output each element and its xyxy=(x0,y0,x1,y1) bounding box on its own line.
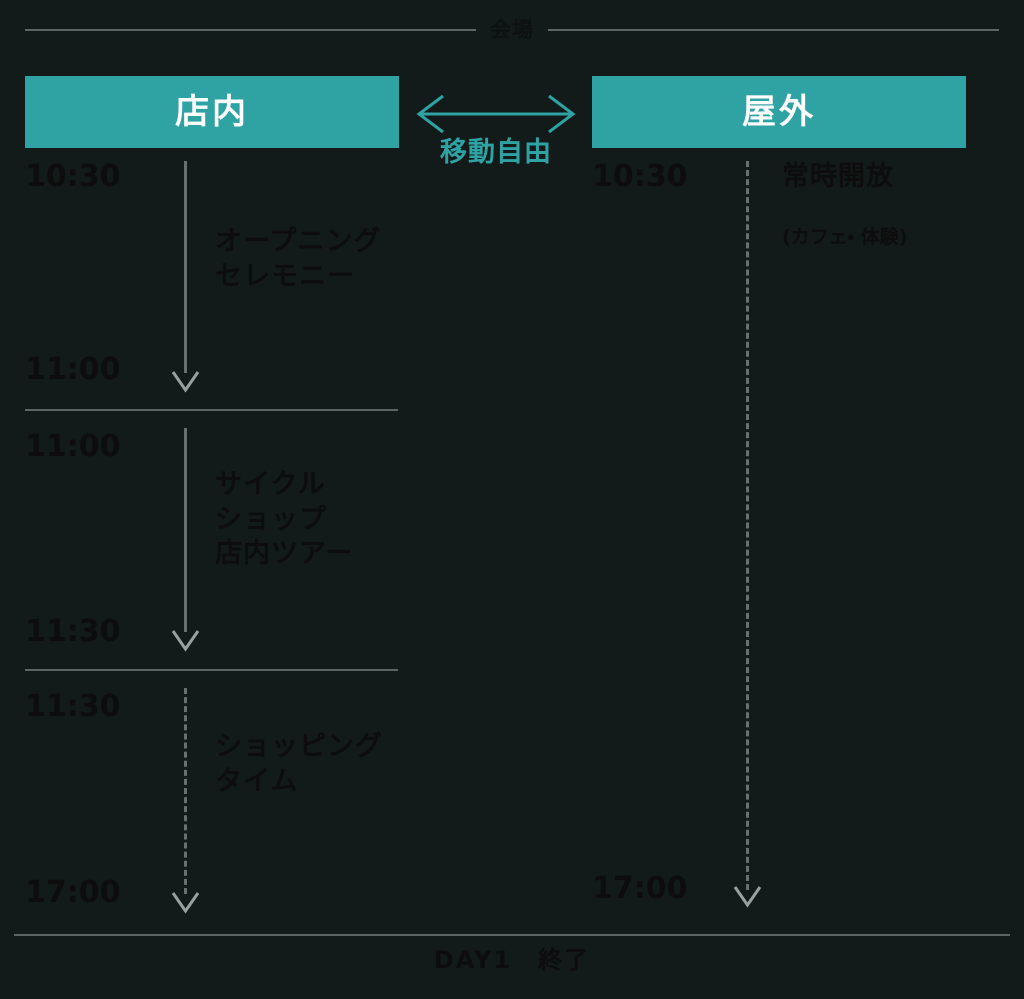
arrow-down-icon xyxy=(171,630,200,652)
slot-start-time: 11:00 xyxy=(25,429,121,464)
timeline-column-outdoor: 10:30 17:00 常時開放 (カフェ・ 体験) xyxy=(592,155,1002,925)
slot-start-time: 11:30 xyxy=(25,689,121,724)
schedule-slot[interactable]: 10:30 17:00 常時開放 (カフェ・ 体験) xyxy=(592,155,1002,925)
transfer-label: 移動自由 xyxy=(440,137,552,168)
timeline-connector xyxy=(170,161,200,397)
slot-start-time: 10:30 xyxy=(592,159,688,194)
slot-end-time: 17:00 xyxy=(25,875,121,910)
timeline-column-indoor: 10:30 11:00 オープニング セレモニー 11:00 11:30 サイク… xyxy=(25,155,495,935)
rule-right xyxy=(548,29,999,31)
slot-end-time: 11:30 xyxy=(25,614,121,649)
schedule-slot[interactable]: 10:30 11:00 オープニング セレモニー xyxy=(25,155,495,411)
slot-end-time: 11:00 xyxy=(25,352,121,387)
venue-header-indoor[interactable]: 店内 xyxy=(25,76,399,148)
slot-event-sublabel: (カフェ・ 体験) xyxy=(782,226,908,248)
schedule-slot[interactable]: 11:30 17:00 ショッピング タイム xyxy=(25,670,495,935)
arrow-down-icon xyxy=(171,892,200,914)
double-arrow-horizontal-icon xyxy=(416,94,576,134)
slot-event-label: サイクル ショップ 店内ツアー xyxy=(215,469,354,570)
rule-left xyxy=(25,29,476,31)
footer-rule xyxy=(14,934,1010,936)
timeline-connector xyxy=(170,688,200,923)
schedule-slot[interactable]: 11:00 11:30 サイクル ショップ 店内ツアー xyxy=(25,410,495,671)
slot-divider xyxy=(25,669,398,671)
venue-header-outdoor-label: 屋外 xyxy=(742,92,816,132)
timeline-connector xyxy=(170,428,200,660)
connector-stem xyxy=(184,161,187,373)
slot-end-time: 17:00 xyxy=(592,871,688,906)
venue-header-outdoor[interactable]: 屋外 xyxy=(592,76,966,148)
slot-event-label: オープニング セレモニー xyxy=(215,226,382,292)
transfer-indicator: 移動自由 xyxy=(405,92,587,168)
arrow-down-icon xyxy=(171,371,200,393)
slot-event-label: ショッピング タイム xyxy=(215,731,383,797)
timeline-connector xyxy=(732,161,762,916)
slot-start-time: 10:30 xyxy=(25,159,121,194)
page-title: 会場 xyxy=(490,17,534,42)
footer-label: DAY1 終了 xyxy=(433,946,591,974)
connector-stem xyxy=(184,428,187,632)
slot-divider xyxy=(25,409,398,411)
venue-header-indoor-label: 店内 xyxy=(175,92,249,132)
connector-stem xyxy=(184,688,187,894)
slot-event-label: 常時開放 xyxy=(782,161,894,192)
page-header-rule: 会場 xyxy=(25,16,999,44)
connector-stem xyxy=(746,161,749,890)
arrow-down-icon xyxy=(733,886,762,908)
